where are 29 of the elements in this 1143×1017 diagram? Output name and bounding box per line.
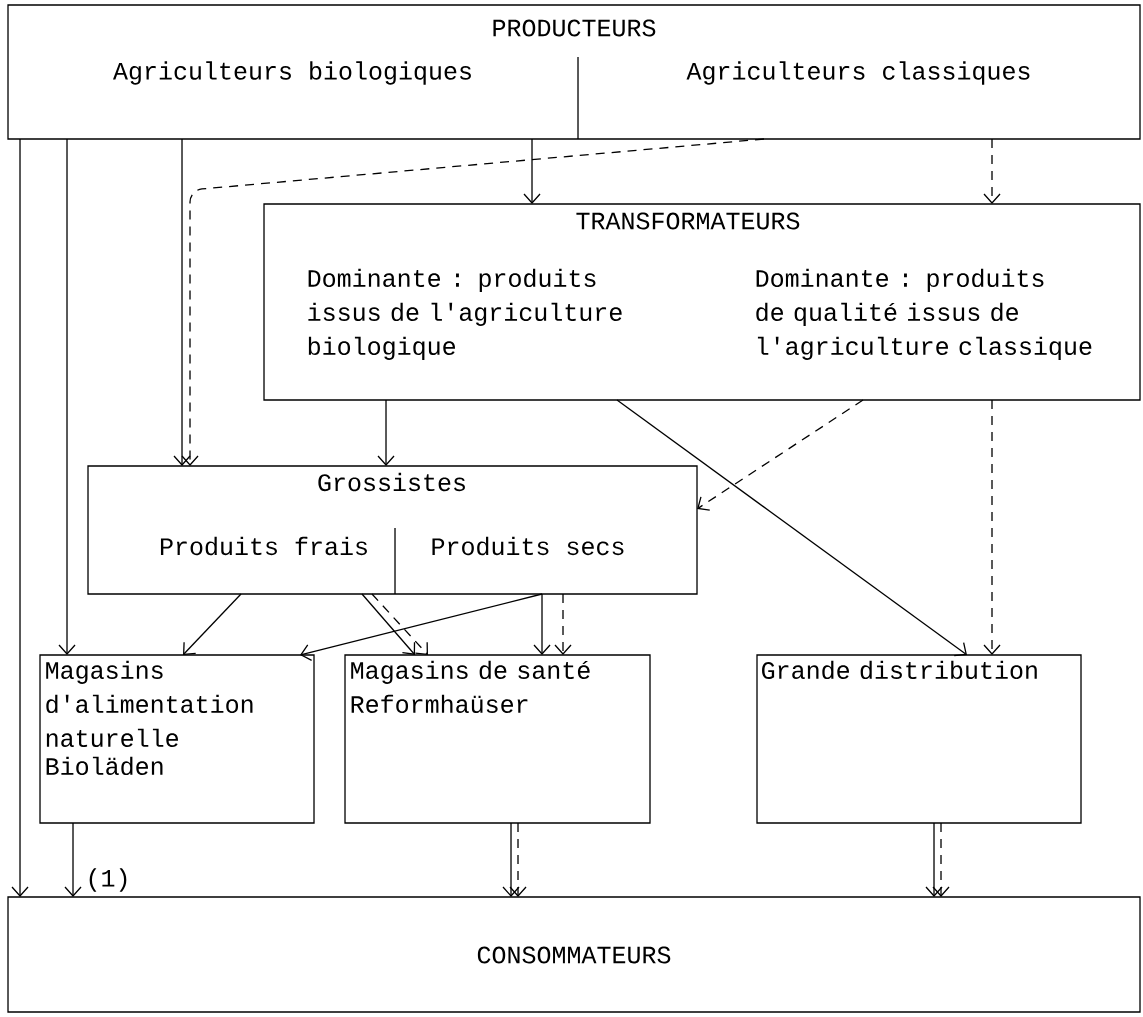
arrow	[509, 822, 527, 897]
edge-label: (1)	[84, 867, 132, 893]
outlet-box: Magasins d'alimentation naturelle Bioläden	[39, 654, 315, 824]
group-box: TRANSFORMATEURS Dominante : produits issus de l'agriculture biologique Dominante : produits de qualité issus de l'agriculture classique	[263, 203, 1141, 401]
arrow	[697, 399, 864, 511]
outlet-box: Magasins de santé Reformhaüser	[344, 654, 651, 824]
arrow	[361, 593, 416, 655]
arrow	[371, 593, 428, 655]
arrow	[502, 822, 520, 897]
arrow	[533, 593, 551, 655]
consumer-box: CONSOMMATEURS	[7, 896, 1141, 1013]
arrow	[64, 822, 82, 897]
arrow	[11, 138, 29, 897]
group-box: PRODUCTEURS Agriculteurs biologiques Agriculteurs classiques	[7, 4, 1141, 140]
arrow	[616, 399, 967, 657]
arrow	[183, 593, 242, 655]
arrow	[925, 822, 943, 897]
arrow	[58, 138, 76, 655]
arrow	[173, 138, 191, 466]
arrow	[932, 822, 950, 897]
outlet-box: Grande distribution	[756, 654, 1082, 824]
arrow	[554, 593, 572, 655]
arrow	[983, 399, 1001, 655]
arrow	[983, 138, 1001, 204]
arrow	[181, 138, 765, 466]
arrow	[300, 593, 543, 661]
group-box: Grossistes Produits frais Produits secs	[87, 465, 698, 595]
arrow	[523, 138, 541, 204]
arrow	[377, 399, 395, 466]
